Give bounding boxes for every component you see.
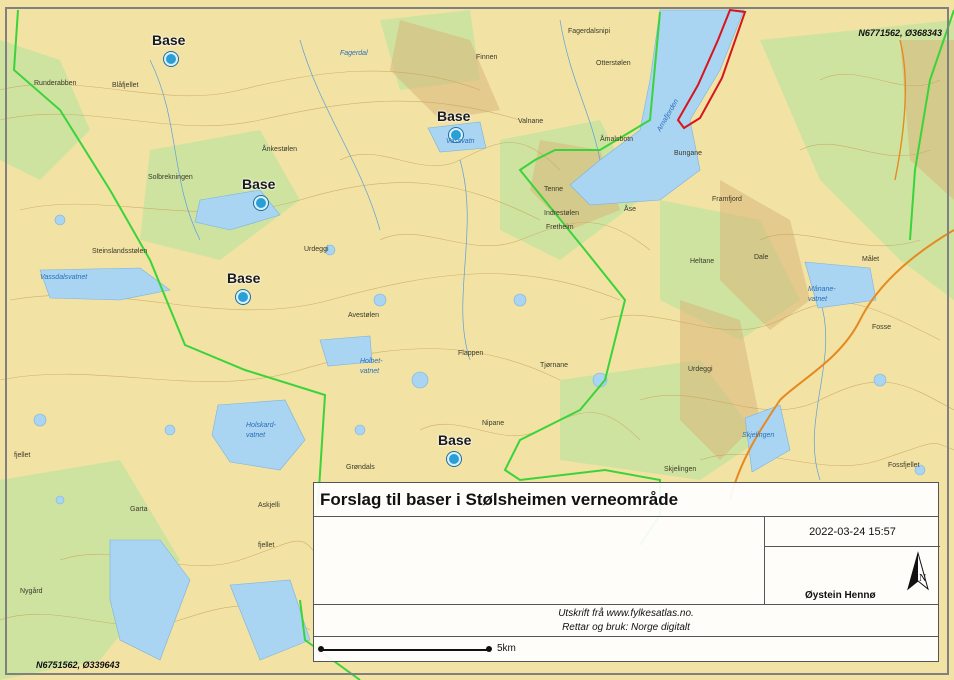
- base-marker[interactable]: Base: [152, 32, 185, 66]
- place-label: Åse: [624, 206, 637, 213]
- place-label: Fosse: [872, 324, 892, 331]
- road: [729, 229, 954, 501]
- water-label: Holskard-: [246, 422, 276, 429]
- place-label: Målet: [862, 256, 880, 263]
- legend-blank-cell: [314, 517, 765, 604]
- water-label: Fagerdal: [340, 50, 368, 57]
- place-label: Grøndals: [346, 464, 375, 471]
- base-marker-icon: [449, 128, 463, 142]
- place-label: Tenne: [544, 186, 564, 193]
- base-marker[interactable]: Base: [242, 176, 275, 210]
- credits-line-1: Utskrift frå www.fylkesatlas.no.: [558, 608, 694, 619]
- place-label: Nipane: [482, 420, 505, 427]
- place-label: Valnane: [518, 118, 544, 125]
- place-label: Urdeggi: [304, 246, 329, 253]
- road-north: [894, 39, 907, 181]
- water-label: Mânane-: [808, 286, 836, 293]
- place-label: Finnen: [476, 54, 498, 61]
- north-arrow-icon: N: [907, 551, 929, 591]
- base-label: Base: [152, 32, 186, 48]
- place-label: Dale: [754, 254, 769, 261]
- place-label: Skjelingen: [664, 466, 697, 473]
- print-date: 2022-03-24 15:57: [765, 517, 940, 547]
- coord-bottom-left: N6751562, Ø339643: [36, 660, 120, 670]
- author-name: Øystein Hennø: [805, 590, 876, 601]
- base-label: Base: [227, 270, 261, 286]
- place-label: fjellet: [258, 542, 275, 549]
- place-label: Askjelli: [258, 502, 280, 509]
- base-marker-icon: [236, 290, 250, 304]
- coord-top-right: N6771562, Ø368343: [858, 28, 942, 38]
- scale-bar-end: [486, 646, 492, 652]
- place-label: Ånkestølen: [262, 146, 298, 153]
- scale-bar-end: [318, 646, 324, 652]
- author-cell: N Øystein Hennø: [765, 547, 940, 604]
- map-title: Forslag til baser i Stølsheimen verneomr…: [314, 483, 938, 517]
- scale-bar-line: [320, 649, 490, 651]
- place-label: Blåfjellet: [112, 82, 139, 89]
- water-label: Holbet-: [360, 358, 383, 365]
- water-label: vatnet: [808, 296, 828, 303]
- water-label: Vassvatn: [446, 138, 475, 145]
- place-label: Runderabben: [34, 80, 77, 87]
- map-legend: Forslag til baser i Stølsheimen verneomr…: [313, 482, 940, 663]
- place-label: Solbrekningen: [148, 174, 193, 181]
- fjord-arnafjorden: [569, 9, 745, 206]
- base-marker[interactable]: Base: [438, 432, 471, 466]
- map-border: [5, 7, 949, 675]
- credits: Utskrift frå www.fylkesatlas.no. Rettar …: [314, 604, 938, 637]
- place-label: Garta: [130, 506, 148, 513]
- place-label: Framfjord: [712, 196, 742, 203]
- scale-label: 5km: [497, 643, 516, 654]
- place-label: Fretheim: [546, 224, 574, 231]
- place-label: Urdeggi: [688, 366, 713, 373]
- base-marker[interactable]: Base: [437, 108, 470, 142]
- place-label: Tjørnane: [540, 362, 569, 369]
- water-label: Vassdalsvatnet: [40, 274, 88, 281]
- water-bodies: [33, 9, 926, 661]
- scale-bar: 5km: [314, 637, 938, 663]
- place-label: Nygård: [20, 588, 43, 595]
- base-marker-icon: [254, 196, 268, 210]
- highlighted-area: [676, 8, 747, 130]
- place-label: Bungane: [674, 150, 703, 157]
- water-label: vatnet: [360, 368, 380, 375]
- place-label: Åmalsbotn: [600, 136, 634, 143]
- base-marker[interactable]: Base: [227, 270, 260, 304]
- place-label: Fossfjellet: [888, 462, 920, 469]
- base-label: Base: [438, 432, 472, 448]
- water-label: vatnet: [246, 432, 266, 439]
- place-label: Indrestølen: [544, 210, 580, 217]
- base-label: Base: [437, 108, 471, 124]
- base-marker-icon: [447, 452, 461, 466]
- credits-line-2: Rettar og bruk: Norge digitalt: [562, 622, 690, 633]
- streams: [149, 19, 827, 481]
- place-label: fjellet: [14, 452, 31, 459]
- place-label: Otterstølen: [596, 60, 631, 67]
- place-label: Fagerdalsnipi: [568, 28, 611, 35]
- base-marker-icon: [164, 52, 178, 66]
- lake-holskardvatnet: [211, 399, 306, 471]
- place-label: Heltane: [690, 258, 715, 265]
- place-label: Avestølen: [348, 312, 379, 319]
- base-label: Base: [242, 176, 276, 192]
- reserve-boundary: [12, 9, 954, 680]
- water-label: Skjelingen: [742, 432, 775, 439]
- north-label: N: [919, 573, 926, 584]
- place-label: Steinslandsstølen: [92, 248, 148, 255]
- place-label: Flappen: [458, 350, 484, 357]
